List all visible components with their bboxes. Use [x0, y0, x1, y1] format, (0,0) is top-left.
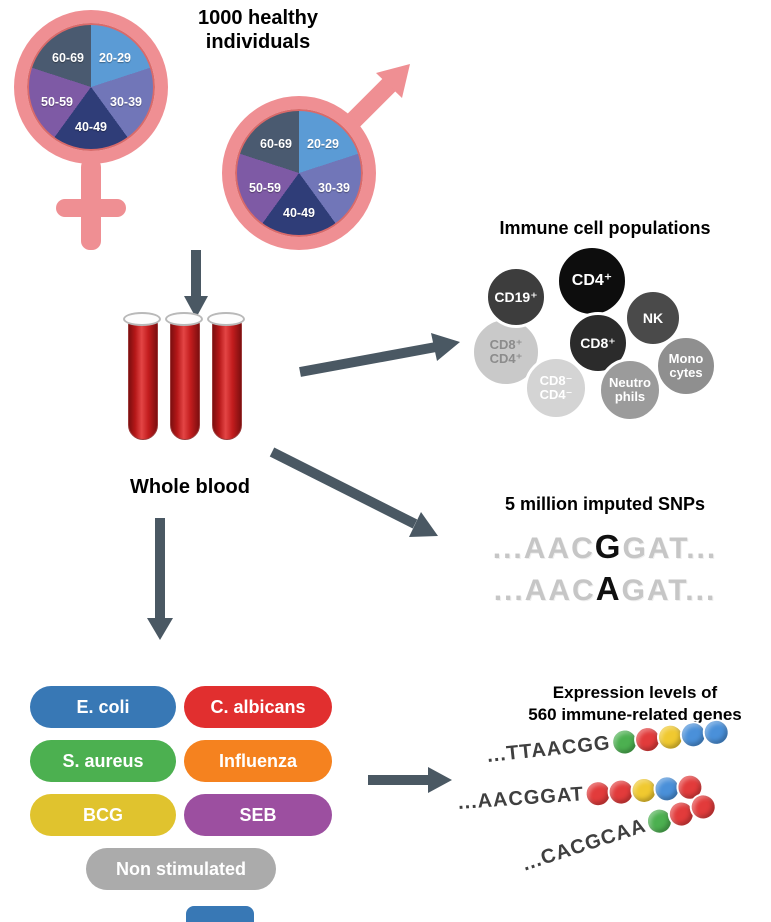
bead: [701, 717, 732, 748]
snp-seq-suffix: GAT...: [621, 574, 717, 607]
age-label-50-59: 50-59: [249, 181, 281, 195]
gene-sequence: ...CACGCAA: [519, 814, 649, 876]
cell-label: CD4⁺: [489, 351, 523, 366]
age-label-20-29: 20-29: [99, 51, 131, 65]
stimulus-c-albicans: C. albicans: [184, 686, 332, 728]
age-label-40-49: 40-49: [283, 206, 315, 220]
age-label-50-59: 50-59: [41, 95, 73, 109]
expression-title-line1: Expression levels of: [552, 683, 718, 702]
cell-cd8neg-cd4neg: CD8⁻ CD4⁻: [524, 356, 588, 420]
snps-title: 5 million imputed SNPs: [504, 494, 706, 514]
cell-cd19pos: CD19⁺: [485, 266, 547, 328]
blood-tube-cap: [123, 312, 161, 326]
cell-label: Mono: [668, 351, 704, 367]
immune-populations-title: Immune cell populations: [499, 218, 711, 238]
blood-tubes: [123, 312, 248, 447]
immune-cell-cluster: CD8⁺ CD4⁺ CD19⁺ NK Mono cytes CD4⁺ CD8⁺ …: [468, 242, 730, 427]
cell-label: CD4⁺: [571, 271, 613, 289]
cell-label: CD4⁻: [539, 387, 573, 402]
cell-label: NK: [642, 309, 664, 326]
cell-label: cytes: [669, 365, 703, 380]
age-label-30-39: 30-39: [110, 95, 142, 109]
male-symbol-circle: 20-29 30-39 40-49 50-59 60-69: [222, 96, 376, 250]
arrow-stimuli-to-expression: [368, 767, 452, 793]
stimulus-seb: SEB: [184, 794, 332, 836]
expression-title: Expression levels of 560 immune-related …: [500, 682, 770, 726]
snp-allele-g: G: [594, 528, 623, 565]
blood-tube-cap: [207, 312, 245, 326]
cell-label: CD19⁺: [494, 288, 538, 305]
age-label-40-49: 40-49: [75, 120, 107, 134]
blood-tube-body: [128, 318, 158, 440]
arrow-blood-to-stimuli: [147, 518, 173, 640]
male-symbol-arrow: [341, 64, 410, 133]
blood-tube-body: [212, 318, 242, 440]
blood-tube: [207, 312, 245, 440]
cell-neutrophils: Neutro phils: [598, 358, 662, 422]
cell-label: phils: [614, 389, 646, 404]
female-age-pie: 20-29 30-39 40-49 50-59 60-69: [27, 23, 155, 151]
age-label-30-39: 30-39: [318, 181, 350, 195]
stimulus-influenza: Influenza: [184, 740, 332, 782]
snp-seq-prefix: ...AAC: [493, 574, 596, 607]
snp-sequence-ref: ...AACGGAT...: [440, 528, 770, 566]
snp-allele-a: A: [595, 570, 622, 607]
expression-title-line2: 560 immune-related genes: [528, 705, 742, 725]
cell-cd4pos: CD4⁺: [556, 245, 628, 317]
gene-sequence: ...TTAACGG: [485, 732, 612, 767]
arrow-blood-to-cells: [299, 333, 460, 377]
cell-label: CD8⁺: [489, 337, 523, 353]
cell-label: CD8⁻: [539, 373, 573, 389]
age-label-60-69: 60-69: [52, 51, 84, 65]
figure-title: 1000 healthy individuals: [197, 7, 319, 53]
cell-monocytes: Mono cytes: [655, 335, 717, 397]
stimulus-non-stimulated: Non stimulated: [86, 848, 276, 890]
blood-tube-cap: [165, 312, 203, 326]
snp-seq-prefix: ...AAC: [492, 532, 595, 565]
male-age-pie: 20-29 30-39 40-49 50-59 60-69: [235, 109, 363, 237]
stimulus-e-coli: E. coli: [30, 686, 176, 728]
cropped-blue-shape: [186, 906, 254, 922]
female-symbol-circle: 20-29 30-39 40-49 50-59 60-69: [14, 10, 168, 164]
age-label-20-29: 20-29: [307, 137, 339, 151]
arrow-blood-to-snps: [269, 447, 438, 537]
blood-tube: [123, 312, 161, 440]
blood-tube-body: [170, 318, 200, 440]
female-symbol-crossbar: [56, 199, 126, 217]
cell-label: CD8⁺: [580, 334, 616, 351]
stimulus-s-aureus: S. aureus: [30, 740, 176, 782]
stimulus-bcg: BCG: [30, 794, 176, 836]
age-label-60-69: 60-69: [260, 137, 292, 151]
snp-seq-suffix: GAT...: [622, 532, 718, 565]
blood-tube: [165, 312, 203, 440]
cell-label: Neutro: [609, 375, 651, 391]
arrow-individuals-to-blood: [184, 250, 208, 318]
gene-sequence: ...AACGGAT: [457, 783, 585, 814]
snp-sequence-alt: ...AACAGAT...: [440, 570, 770, 608]
whole-blood-label: Whole blood: [130, 476, 250, 498]
